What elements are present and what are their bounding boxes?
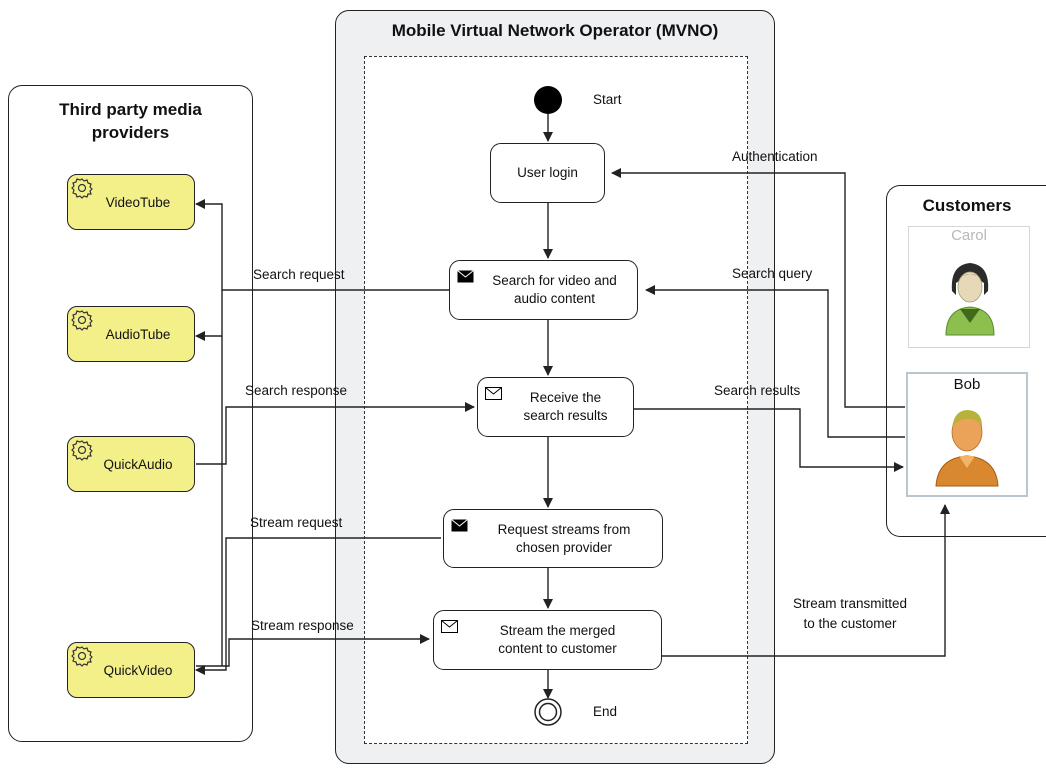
receive-results-activity: Receive the search results <box>477 377 634 437</box>
start-label: Start <box>593 92 622 107</box>
search-content-activity: Search for video and audio content <box>449 260 638 320</box>
provider-name: VideoTube <box>105 194 171 210</box>
label-search-query: Search query <box>732 266 813 281</box>
customer-carol: Carol <box>908 226 1030 348</box>
provider-quickvideo: QuickVideo <box>67 642 195 698</box>
female-user-icon <box>945 263 995 336</box>
stream-merged-activity: Stream the merged content to customer <box>433 610 662 670</box>
label-stream-response: Stream response <box>251 618 354 633</box>
component-icon <box>71 178 93 199</box>
edge-search-request-audio <box>195 290 223 341</box>
send-signal-icon <box>457 270 474 283</box>
edge-authentication <box>611 168 905 408</box>
mvno-lane-title: Mobile Virtual Network Operator (MVNO) <box>391 21 719 40</box>
component-icon <box>71 440 93 461</box>
label-stream-transmitted: Stream transmitted to the customer <box>792 596 908 631</box>
receive-message-icon <box>441 620 458 633</box>
label-stream-request: Stream request <box>250 515 343 530</box>
component-icon <box>71 310 93 331</box>
label-search-response: Search response <box>245 383 348 398</box>
edge-stream-response <box>196 634 430 667</box>
end-node-inner <box>538 702 558 722</box>
edge-search-request <box>195 199 450 291</box>
user-login-activity: User login <box>490 143 605 203</box>
end-label: End <box>593 704 618 719</box>
customers-lane-title: Customers <box>922 196 1012 215</box>
edge-stream-to-customer <box>662 504 950 657</box>
edge-search-response <box>196 402 475 465</box>
customer-name: Bob <box>953 376 981 393</box>
customer-bob: Bob <box>906 372 1028 497</box>
provider-name: AudioTube <box>105 326 171 342</box>
provider-name: QuickVideo <box>103 662 173 678</box>
provider-audiotube: AudioTube <box>67 306 195 362</box>
male-user-icon <box>935 410 999 487</box>
provider-videotube: VideoTube <box>67 174 195 230</box>
label-search-results: Search results <box>714 383 801 398</box>
edge-search-results <box>634 408 904 472</box>
edge-stream-request <box>195 537 441 675</box>
receive-message-icon <box>485 387 502 400</box>
request-streams-activity: Request streams from chosen provider <box>443 509 663 568</box>
edge-search-query <box>645 285 905 438</box>
send-signal-icon <box>451 519 468 532</box>
start-node <box>534 86 562 114</box>
label-authentication: Authentication <box>732 149 818 164</box>
customer-name: Carol <box>951 227 987 244</box>
third-party-lane-title: Third party media providers <box>59 100 202 142</box>
label-search-request: Search request <box>253 267 345 282</box>
component-icon <box>71 646 93 667</box>
provider-quickaudio: QuickAudio <box>67 436 195 492</box>
provider-name: QuickAudio <box>103 456 173 472</box>
